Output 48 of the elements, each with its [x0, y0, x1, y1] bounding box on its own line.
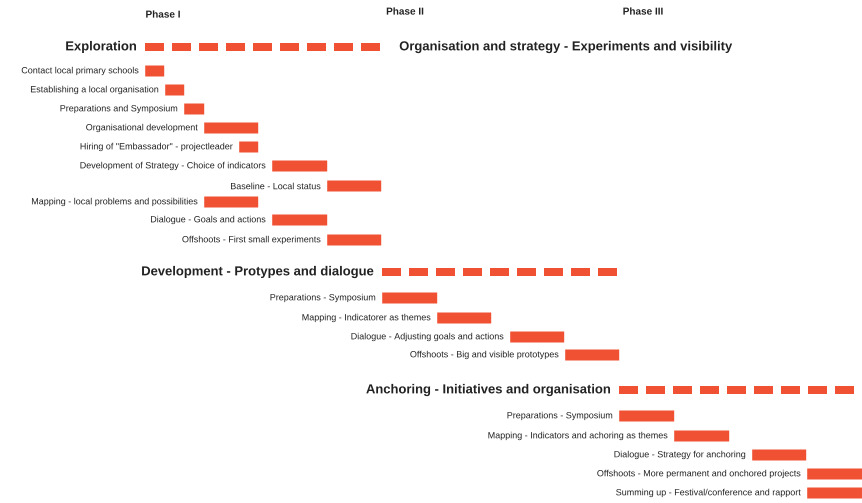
task-bar [184, 104, 204, 114]
dashed-phase-bar [145, 43, 381, 51]
task-label: Contact local primary schools [22, 66, 138, 76]
dashed-phase-bar [619, 386, 855, 394]
task-bar [437, 312, 492, 324]
task-bar [204, 196, 258, 208]
task-label: Dialogue - Goals and actions [150, 216, 266, 224]
task-label: Offshoots - More permanent and onchored projects [597, 470, 800, 478]
task-bar [752, 449, 806, 460]
task-bar [272, 160, 328, 172]
task-label: Preparations - Symposium [270, 294, 376, 302]
task-bar [807, 468, 862, 480]
task-label: Dialogue - Strategy for anchoring [614, 450, 746, 460]
task-label: Dialogue - Adjusting goals and actions [351, 332, 504, 342]
section-heading: Organisation and strategy - Experiments and visibility [400, 40, 732, 54]
task-bar [272, 214, 328, 226]
task-bar [807, 487, 862, 498]
task-label: Mapping - Indicators and achoring as themes [488, 432, 668, 440]
task-label: Hiring of "Embassador" - projectleader [80, 142, 233, 152]
task-label: Summing up - Festival/conference and rapport [616, 488, 801, 498]
task-label: Baseline - Local status [231, 182, 320, 190]
dashed-phase-bar [382, 268, 619, 276]
phase-label: Phase II [386, 7, 424, 15]
task-label: Preparations and Symposium [60, 104, 178, 114]
task-label: Offshoots - Big and visible prototypes [410, 350, 558, 360]
section-heading: Development - Protypes and dialogue [142, 266, 374, 278]
task-bar [510, 331, 564, 342]
phase-label: Phase I [146, 10, 180, 18]
task-label: Offshoots - First small experiments [182, 236, 320, 244]
task-bar [327, 234, 382, 246]
task-bar [165, 84, 184, 96]
task-bar [674, 430, 730, 442]
task-label: Preparations - Symposium [508, 412, 612, 420]
section-heading: Exploration [66, 40, 136, 54]
task-bar [239, 142, 258, 152]
phase-label: Phase III [623, 7, 663, 15]
task-bar [145, 66, 164, 76]
task-label: Mapping - local problems and possibilities [32, 198, 198, 206]
task-label: Organisational development [86, 124, 198, 132]
task-label: Development of Strategy - Choice of indicators [80, 162, 266, 170]
task-bar [565, 349, 620, 360]
task-label: Establishing a local organisation [30, 86, 158, 94]
task-bar [382, 292, 438, 304]
task-label: Mapping - Indicatorer as themes [302, 314, 430, 322]
task-bar [204, 122, 258, 134]
task-bar [619, 410, 674, 422]
task-bar [327, 180, 382, 192]
section-heading: Anchoring - Initiatives and organisation [366, 384, 610, 396]
